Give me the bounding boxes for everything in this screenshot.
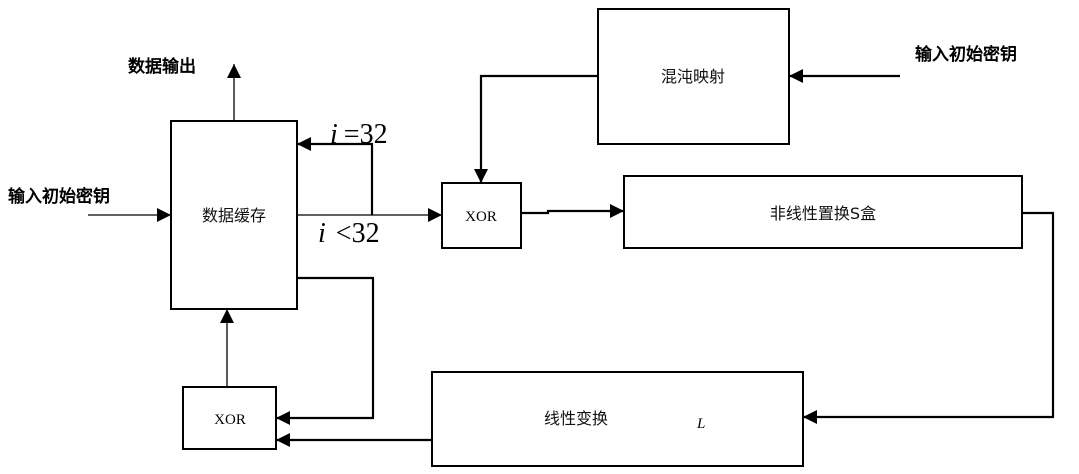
- chaos-map-label: 混沌映射: [661, 67, 725, 86]
- linear-transform-label: 线性变换: [544, 409, 608, 428]
- cond-lt32-label: i <32: [318, 218, 380, 249]
- cond-lt-var: i: [318, 218, 326, 249]
- xor-top-label: XOR: [465, 209, 497, 225]
- cache-to-xor-bottom-arrow: [276, 276, 375, 425]
- cond-lt-op: <32: [336, 218, 380, 249]
- input-key-right-label: 输入初始密钥: [915, 44, 1017, 65]
- linear-transform-box: [431, 371, 804, 467]
- sbox-to-linear-arrow: [803, 211, 1055, 424]
- input-key-left-label: 输入初始密钥: [8, 186, 110, 207]
- chaos-to-xor-arrow: [474, 74, 598, 183]
- data-cache-label: 数据缓存: [202, 206, 266, 225]
- chaos-map-box: [597, 8, 790, 145]
- cond-eq32-label: i=32: [330, 119, 388, 150]
- cond-eq-var: i: [330, 119, 338, 150]
- sbox-label: 非线性置换S盒: [770, 204, 876, 223]
- linear-symbol: L: [696, 416, 705, 432]
- loop-eq32-arrow: [297, 137, 374, 215]
- xor-bottom-label: XOR: [214, 412, 246, 428]
- xor-top-box: [441, 182, 522, 249]
- xor-bottom-box: [182, 386, 277, 450]
- xor-to-sbox-arrow: [521, 204, 624, 218]
- data-cache-box: [170, 120, 298, 310]
- data-output-label: 数据输出: [128, 56, 196, 77]
- cond-eq-op: =32: [344, 119, 388, 150]
